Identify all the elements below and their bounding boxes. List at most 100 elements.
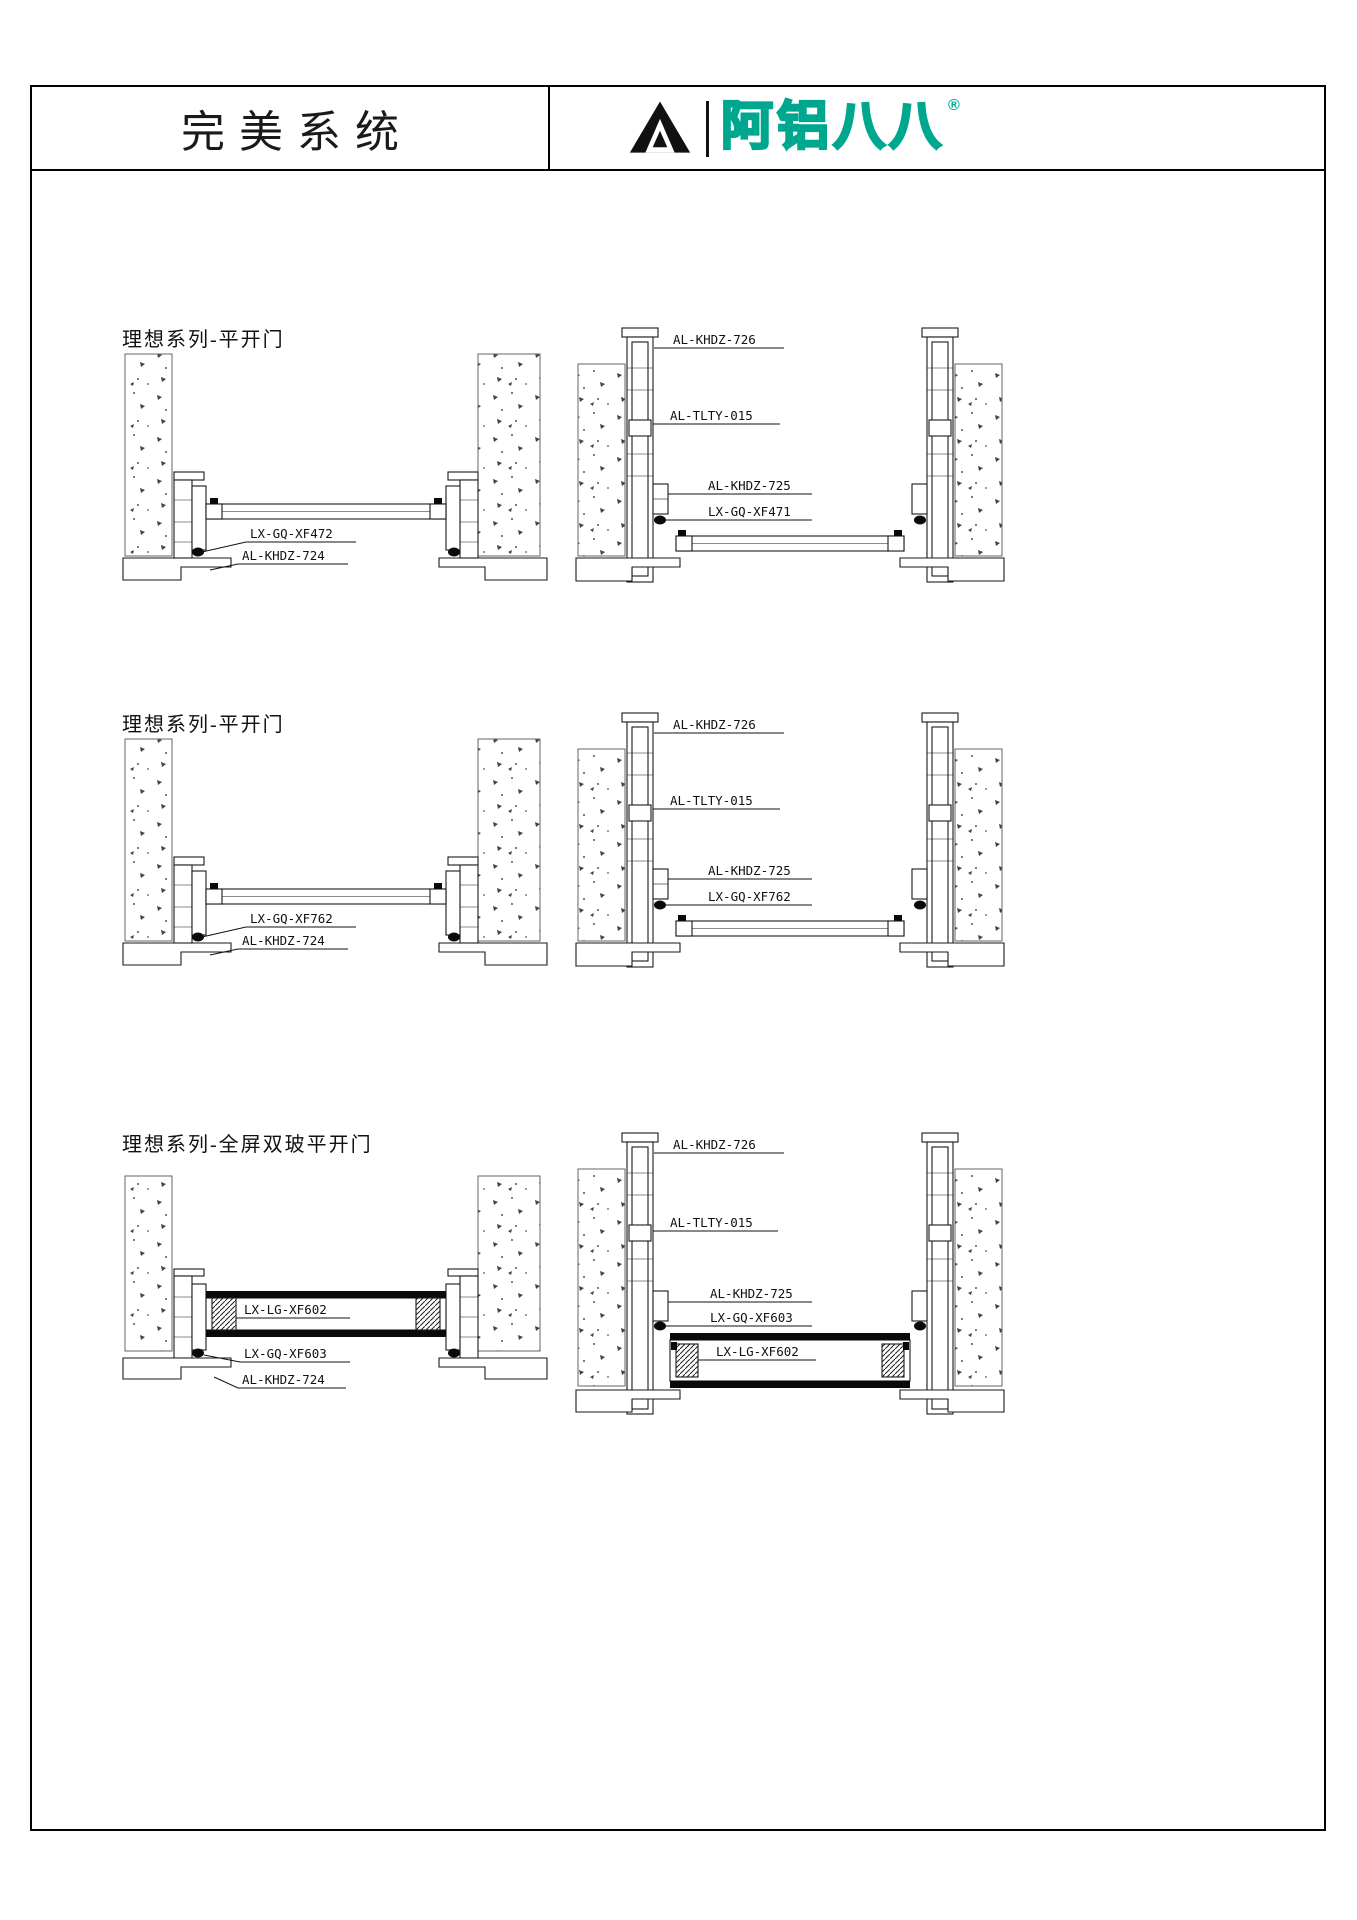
- gasket-seal: [914, 900, 926, 910]
- label-text: AL-TLTY-015: [670, 408, 753, 423]
- label-bracket: AL-KHDZ-725: [668, 478, 812, 495]
- label-text: AL-KHDZ-725: [708, 478, 791, 493]
- wall-hatch-right: [477, 738, 541, 942]
- frame-column-left: [621, 327, 669, 583]
- sheet-title: 完美系统: [181, 108, 413, 157]
- glazing-bead: [881, 1343, 905, 1378]
- door-leaf: [675, 530, 905, 552]
- label-glass-leaf: LX-LG-XF602: [236, 1302, 350, 1319]
- wall-hatch-left: [124, 353, 173, 557]
- section-1-left-drawing: LX-GQ-XF472 AL-KHDZ-724: [122, 353, 548, 581]
- wall-hatch-right: [954, 1168, 1003, 1387]
- label-bracket: AL-KHDZ-725: [668, 863, 812, 880]
- glazing-bead: [415, 1297, 441, 1331]
- label-text: AL-KHDZ-725: [710, 1286, 793, 1301]
- wall-hatch-right: [954, 748, 1003, 942]
- wall-hatch-left: [124, 1175, 173, 1352]
- gasket-seal: [192, 932, 204, 942]
- label-leaf-profile: LX-GQ-XF762: [201, 911, 356, 938]
- label-connector: AL-TLTY-015: [653, 793, 780, 810]
- door-leaf: [205, 883, 447, 905]
- label-text: LX-GQ-XF762: [250, 911, 333, 926]
- label-text: AL-KHDZ-724: [242, 933, 325, 948]
- label-frame-top: AL-KHDZ-726: [654, 717, 784, 734]
- door-jamb-left: [173, 1268, 207, 1359]
- sill-profiles: [122, 942, 548, 966]
- section-1-title: 理想系列-平开门: [122, 329, 285, 351]
- gasket-seal: [448, 1348, 460, 1358]
- gasket-seal: [448, 547, 460, 557]
- frame-column-left: [621, 712, 669, 968]
- door-leaf: [205, 498, 447, 520]
- frame-column-left: [621, 1132, 669, 1415]
- label-text: LX-GQ-XF603: [244, 1346, 327, 1361]
- label-connector: AL-TLTY-015: [653, 408, 780, 425]
- door-jamb-left: [173, 471, 207, 559]
- label-text: AL-TLTY-015: [670, 793, 753, 808]
- label-text: LX-GQ-XF472: [250, 526, 333, 541]
- section-3-title: 理想系列-全屏双玻平开门: [122, 1134, 373, 1156]
- sill-profiles: [575, 942, 1005, 967]
- sheet-border-frame: 完美系统 阿铝八八 ® 理想系列-平开门: [30, 85, 1326, 1831]
- gasket-seal: [448, 932, 460, 942]
- label-glass-leaf: LX-LG-XF602: [698, 1344, 816, 1361]
- section-2-title: 理想系列-平开门: [122, 714, 285, 736]
- label-text: AL-KHDZ-726: [673, 332, 756, 347]
- frame-column-right: [911, 1132, 959, 1415]
- section-2-left-drawing: LX-GQ-XF762 AL-KHDZ-724: [122, 738, 548, 966]
- gasket-seal: [654, 900, 666, 910]
- label-text: LX-LG-XF602: [244, 1302, 327, 1317]
- label-text: AL-TLTY-015: [670, 1215, 753, 1230]
- sill-profiles: [575, 557, 1005, 582]
- door-jamb-right: [445, 856, 479, 944]
- title-cell: 完美系统: [32, 87, 550, 169]
- section-3-left-drawing: LX-LG-XF602 LX-GQ-XF603 AL-KHDZ-724: [122, 1175, 548, 1389]
- frame-column-right: [911, 712, 959, 968]
- label-text: AL-KHDZ-726: [673, 717, 756, 732]
- glazed-door-leaf: [205, 1291, 447, 1337]
- section-3-right-drawing: AL-KHDZ-726 AL-TLTY-015 AL-KHDZ-725 LX-G…: [575, 1132, 1005, 1415]
- gasket-seal: [654, 515, 666, 525]
- label-leaf: LX-GQ-XF471: [666, 504, 812, 521]
- label-sill-profile: AL-KHDZ-724: [213, 1372, 346, 1389]
- label-text: LX-GQ-XF603: [710, 1310, 793, 1325]
- door-jamb-right: [445, 1268, 479, 1359]
- logo-cell: 阿铝八八 ®: [550, 87, 1324, 169]
- label-text: LX-GQ-XF471: [708, 504, 791, 519]
- label-leaf-profile: LX-GQ-XF603: [666, 1310, 812, 1327]
- label-connector: AL-TLTY-015: [653, 1215, 778, 1232]
- wall-hatch-right: [954, 363, 1003, 557]
- title-block: 完美系统 阿铝八八 ®: [32, 87, 1324, 171]
- gasket-seal: [192, 1348, 204, 1358]
- label-text: AL-KHDZ-726: [673, 1137, 756, 1152]
- section-1-right-drawing: AL-KHDZ-726 AL-TLTY-015 AL-KHDZ-725 LX-G…: [575, 327, 1005, 583]
- wall-hatch-left: [577, 1168, 626, 1387]
- label-frame-top: AL-KHDZ-726: [654, 332, 784, 349]
- gasket-seal: [914, 1321, 926, 1331]
- wall-hatch-left: [124, 738, 173, 942]
- label-text: AL-KHDZ-724: [242, 548, 325, 563]
- wall-hatch-left: [577, 748, 626, 942]
- brand-triangle-icon: [629, 101, 691, 153]
- label-leaf: LX-GQ-XF762: [666, 889, 812, 906]
- label-leaf-profile: LX-GQ-XF472: [201, 526, 356, 553]
- label-text: LX-LG-XF602: [716, 1344, 799, 1359]
- sill-profiles: [122, 557, 548, 581]
- registered-mark: ®: [948, 97, 960, 114]
- label-sill-profile: AL-KHDZ-724: [209, 933, 348, 956]
- label-text: AL-KHDZ-724: [242, 1372, 325, 1387]
- label-text: LX-GQ-XF762: [708, 889, 791, 904]
- wall-hatch-left: [577, 363, 626, 557]
- door-jamb-left: [173, 856, 207, 944]
- glazing-bead: [675, 1343, 699, 1378]
- section-2-right-drawing: AL-KHDZ-726 AL-TLTY-015 AL-KHDZ-725 LX-G…: [575, 712, 1005, 968]
- gasket-seal: [192, 547, 204, 557]
- wall-hatch-right: [477, 1175, 541, 1352]
- label-text: AL-KHDZ-725: [708, 863, 791, 878]
- sill-profiles: [122, 1357, 548, 1380]
- gasket-seal: [654, 1321, 666, 1331]
- brand-logo: 阿铝八八 ®: [628, 97, 960, 158]
- door-leaf: [675, 915, 905, 937]
- wall-hatch-right: [477, 353, 541, 557]
